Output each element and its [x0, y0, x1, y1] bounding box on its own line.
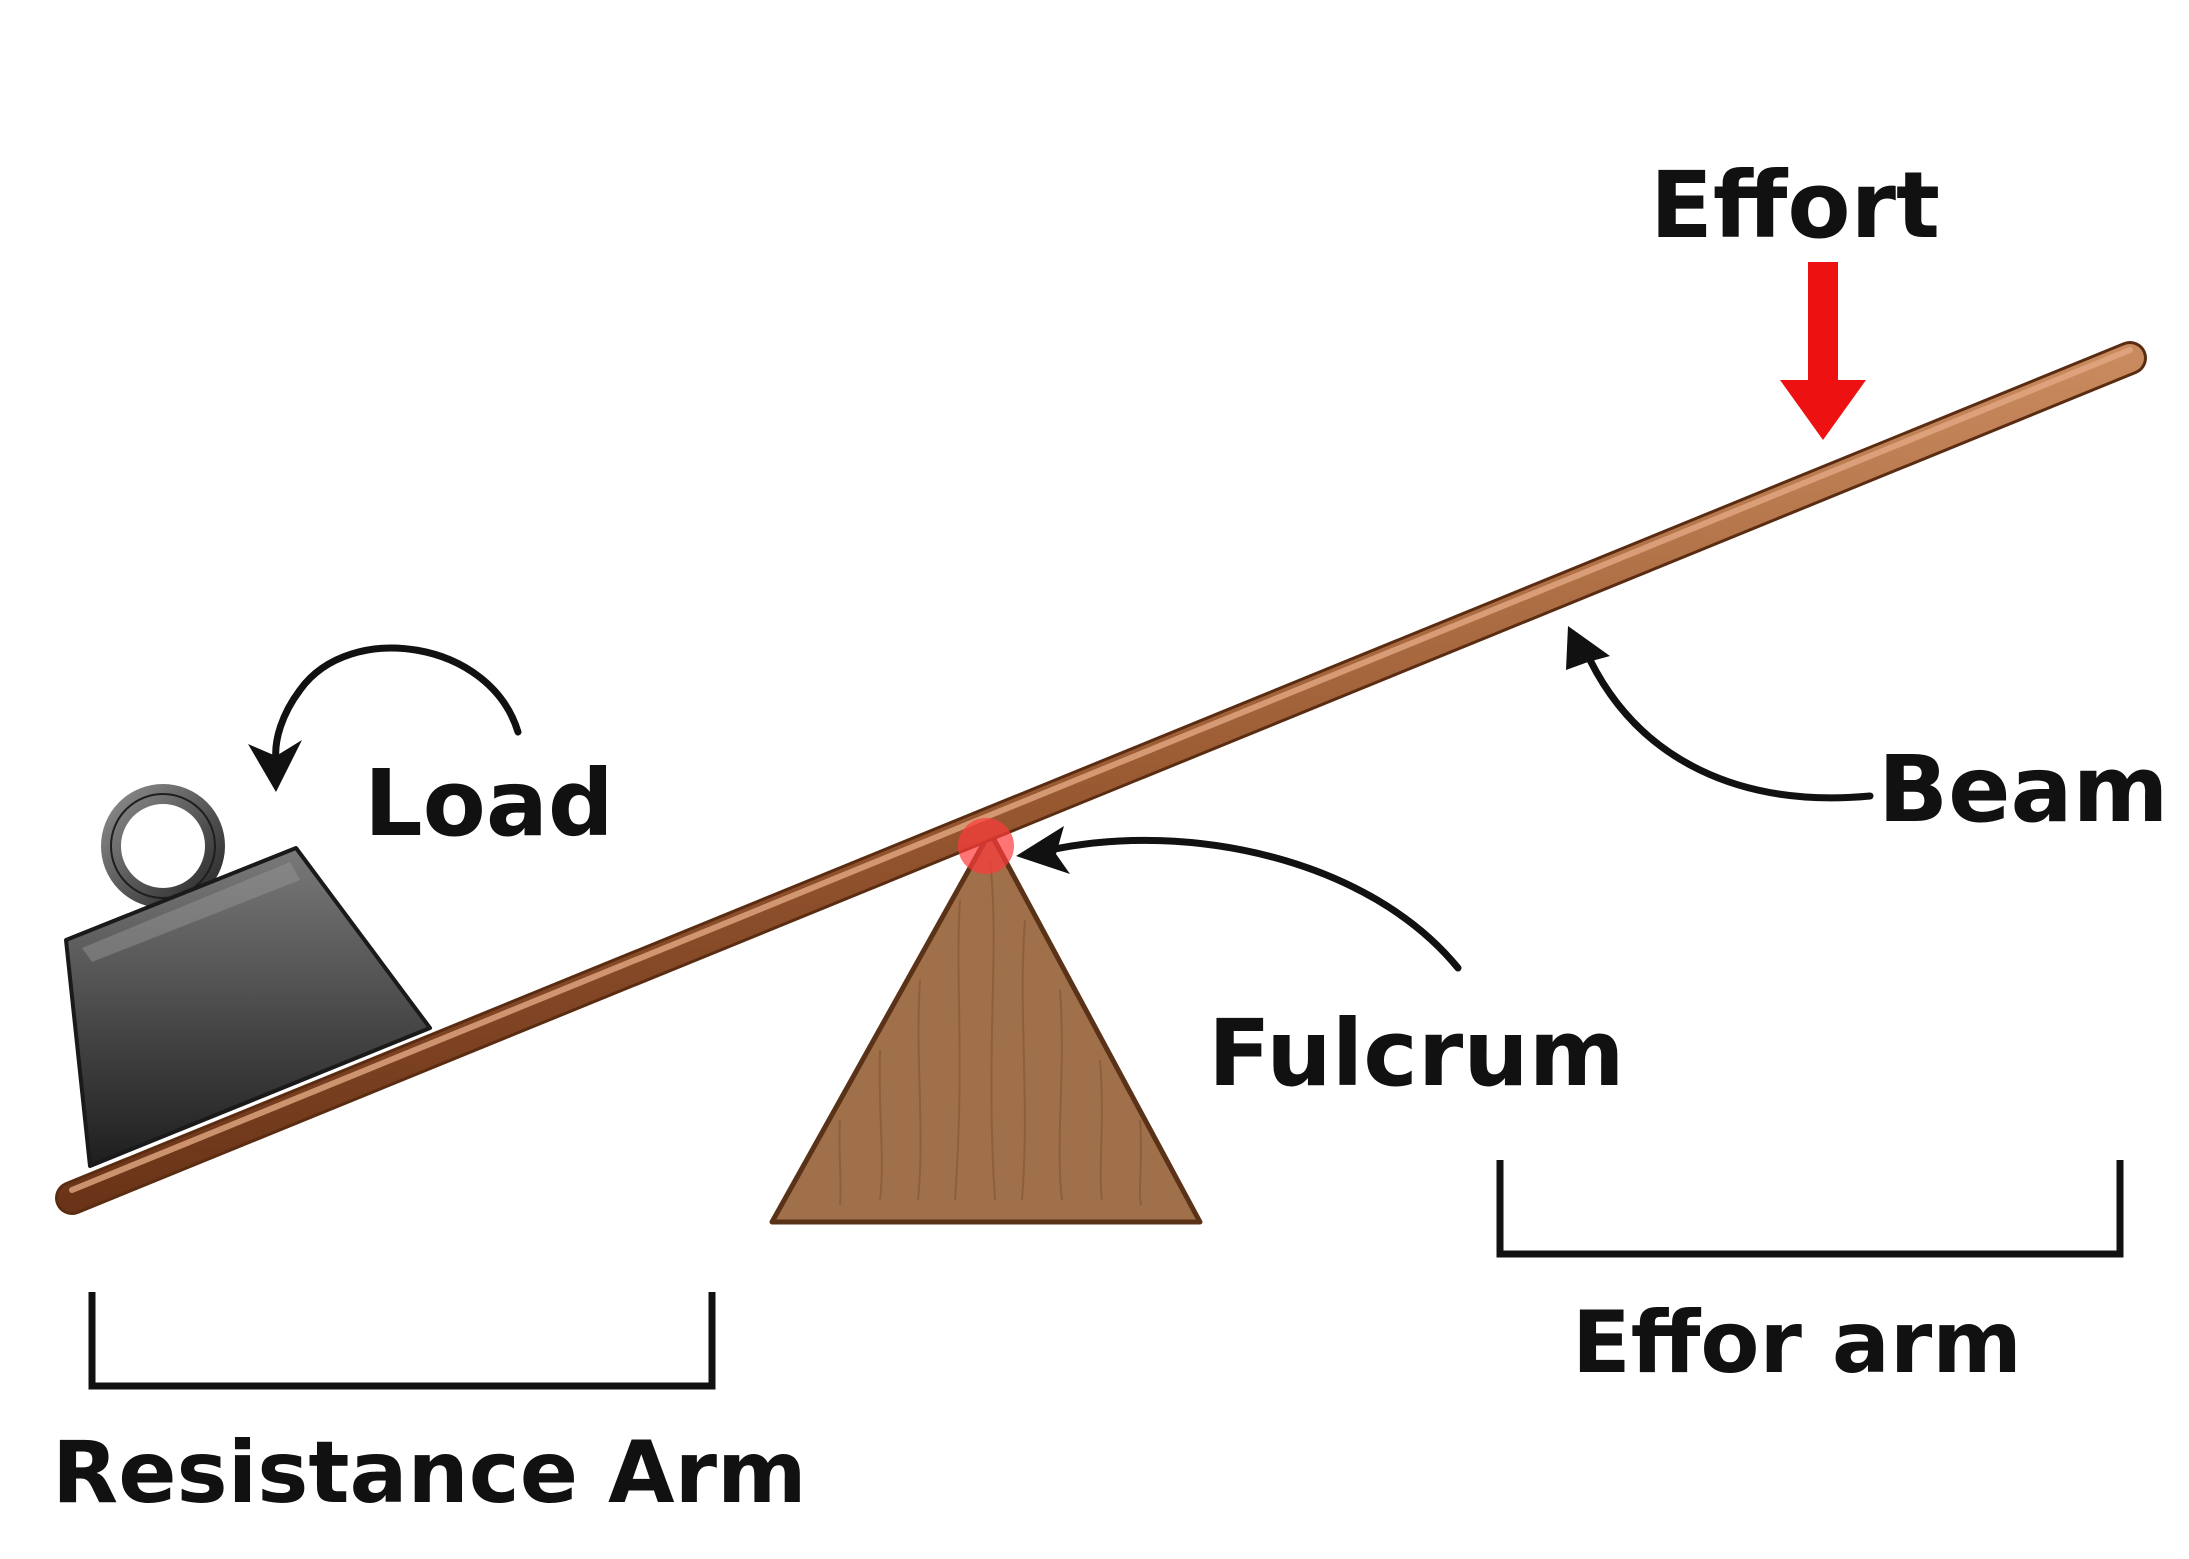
- down-arrow-icon: [1780, 262, 1866, 440]
- pivot-dot: [958, 818, 1014, 874]
- weight-icon: [64, 784, 432, 1168]
- load-label: Load: [364, 750, 614, 857]
- curved-arrow-icon: [248, 644, 522, 792]
- resistance-arm-bracket: [88, 1292, 716, 1390]
- beam-label: Beam: [1878, 736, 2169, 843]
- wood-grain: [838, 859, 1142, 1206]
- beam: [55, 341, 2147, 1215]
- effort-arm-label: Effor arm: [1572, 1293, 2022, 1393]
- curved-arrow-icon: [1566, 626, 1874, 802]
- fulcrum: [769, 829, 1203, 1225]
- effort-label: Effort: [1650, 152, 1940, 259]
- effort-arm-bracket: [1496, 1160, 2124, 1258]
- fulcrum-label: Fulcrum: [1208, 1000, 1625, 1107]
- curved-arrow-icon: [1016, 826, 1462, 972]
- resistance-arm-label: Resistance Arm: [52, 1423, 807, 1523]
